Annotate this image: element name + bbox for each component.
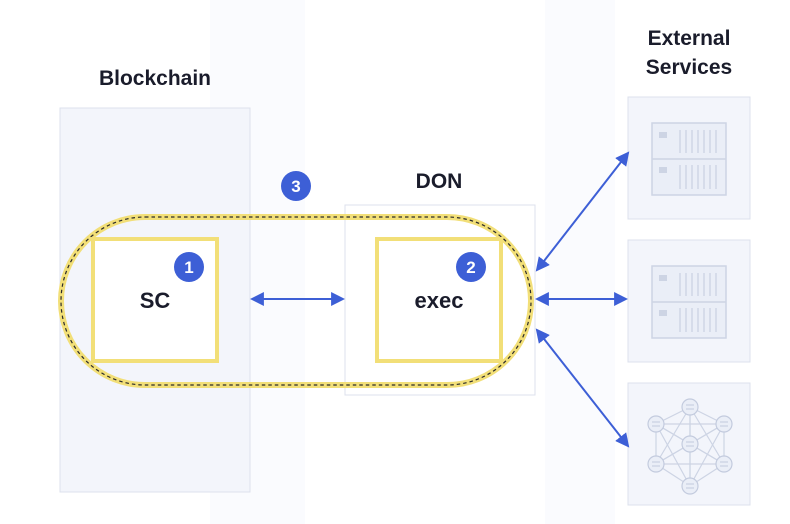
exec-service-1-arrow (535, 151, 630, 272)
blockchain-heading: Blockchain (99, 67, 211, 90)
don-heading: DON (416, 170, 463, 193)
exec-service-3-arrow (535, 328, 630, 448)
external-services-heading-line2: Services (646, 56, 732, 79)
badge-1: 1 (174, 252, 204, 282)
server-rack-icon (651, 265, 727, 339)
network-graph-icon (647, 398, 733, 495)
badge-1-label: 1 (184, 258, 193, 277)
trust-boundary-pill (58, 214, 534, 388)
external-services-heading-line1: External (648, 27, 731, 50)
badge-3: 3 (281, 171, 311, 201)
badge-2-label: 2 (466, 258, 475, 277)
badge-3-label: 3 (291, 177, 300, 196)
sc-label: SC (140, 288, 171, 313)
server-rack-icon (651, 122, 727, 196)
exec-label: exec (415, 288, 464, 313)
badge-2: 2 (456, 252, 486, 282)
